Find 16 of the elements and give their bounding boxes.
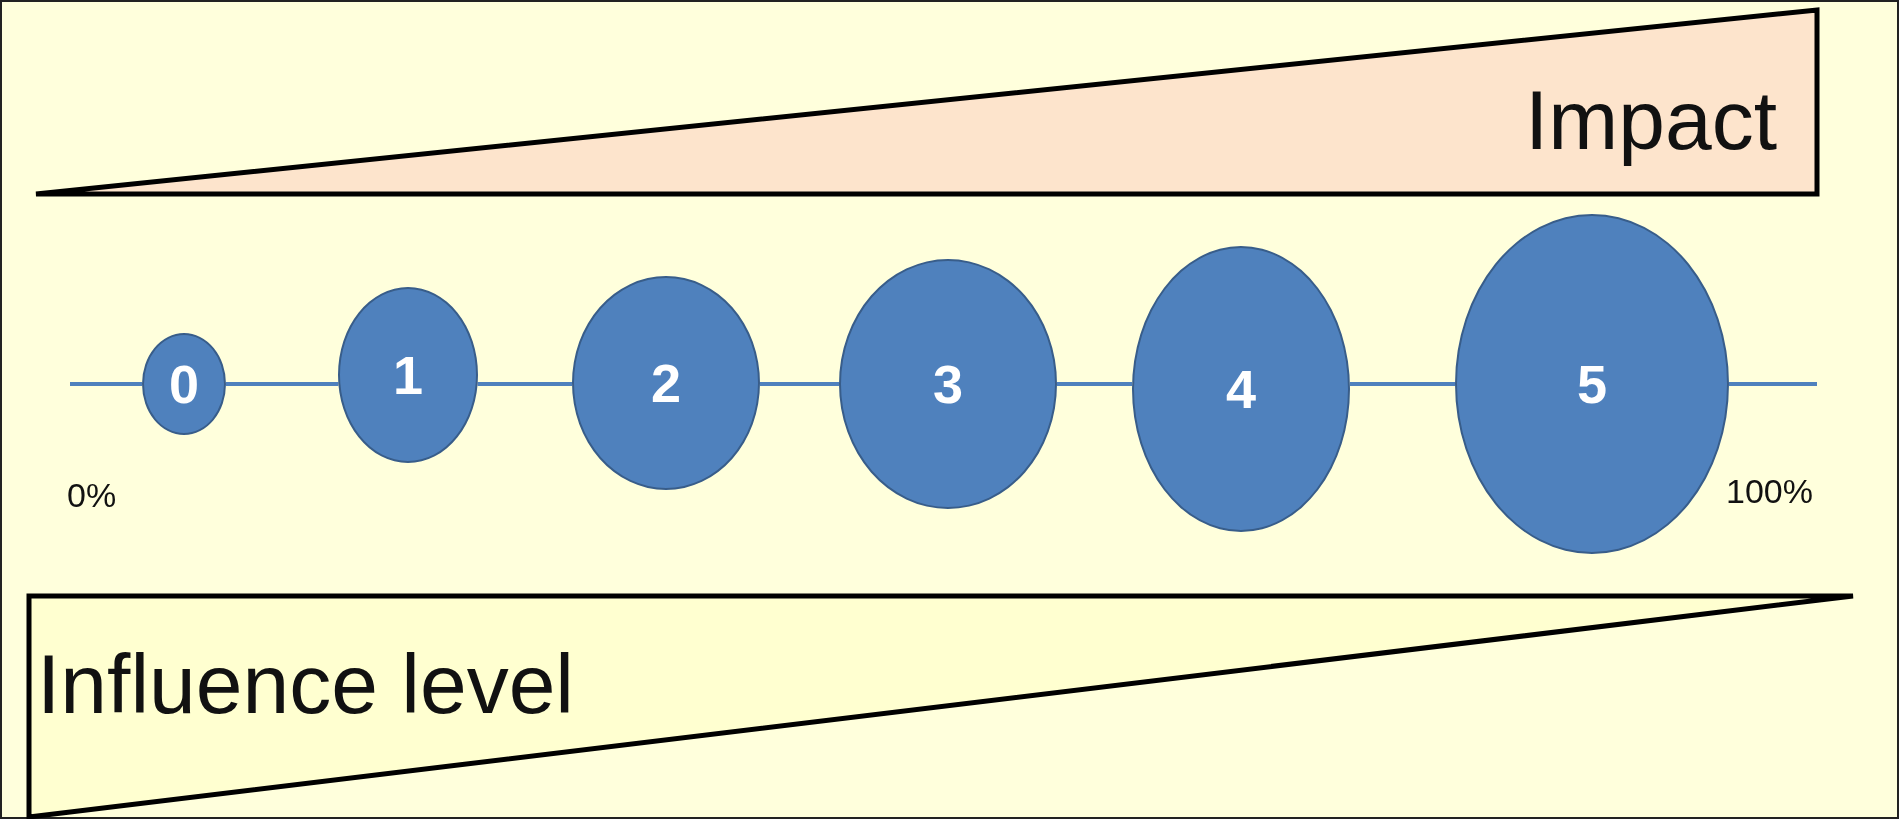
- connector-line: [226, 382, 339, 386]
- level-number: 4: [1225, 362, 1256, 416]
- scale-label: 0%: [67, 478, 117, 512]
- level-number: 3: [932, 357, 963, 411]
- connector-line: [477, 382, 572, 386]
- level-number: 5: [1576, 357, 1607, 411]
- connector-line: [760, 382, 839, 386]
- connector-line: [1349, 382, 1455, 386]
- connector-line: [1729, 382, 1817, 386]
- level-number: 0: [168, 357, 199, 411]
- connector-line: [1057, 382, 1133, 386]
- connector-line: [70, 382, 142, 386]
- scale-label: 100%: [1726, 474, 1813, 508]
- level-number: 1: [392, 348, 423, 402]
- wedge-label: Influence level: [37, 642, 575, 726]
- level-number: 2: [650, 356, 681, 410]
